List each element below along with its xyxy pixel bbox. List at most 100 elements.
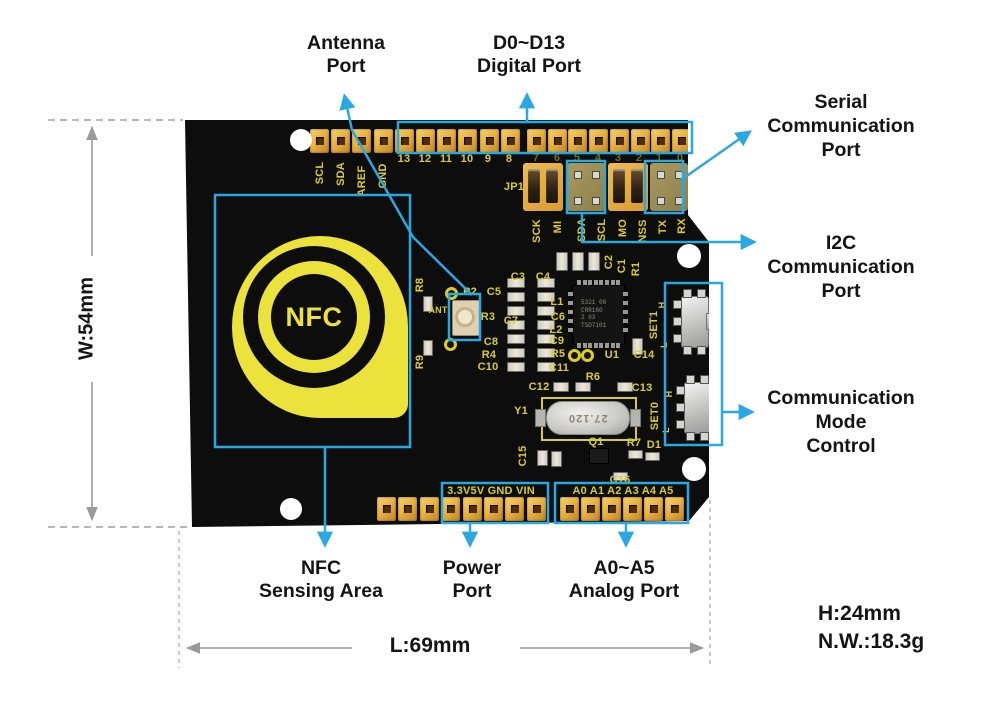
header-pin	[602, 497, 621, 521]
header-pin	[462, 497, 482, 521]
silkscreen-label: RX	[676, 218, 688, 234]
callout-line: Communication	[767, 387, 915, 409]
dimension-length: L:69mm	[389, 634, 471, 657]
switch-pad	[697, 289, 706, 298]
silkscreen-label: H	[657, 301, 667, 309]
slide-switch	[684, 382, 709, 434]
dimension-height-weight: H:24mm N.W.:18.3g	[818, 600, 924, 656]
jumper-pin	[574, 171, 582, 179]
via	[581, 349, 594, 362]
ic-pin	[582, 343, 587, 348]
silkscreen-label: Q1	[588, 436, 604, 448]
antenna-connector	[452, 300, 480, 336]
callout-power-port: Power Port	[412, 557, 532, 603]
header-pin	[568, 129, 588, 153]
header-pin	[651, 129, 671, 153]
callout-line: Mode	[815, 411, 867, 433]
silkscreen-label: C14	[633, 349, 655, 361]
header-pin	[398, 497, 418, 521]
silkscreen-label: SDA	[576, 218, 588, 242]
smd-component	[537, 362, 555, 372]
silkscreen-label: 3.3V5V GND VIN	[447, 485, 535, 497]
header-pin	[479, 129, 499, 153]
mounting-hole	[290, 129, 312, 151]
slide-switch	[681, 296, 709, 348]
jumper-pin	[574, 197, 582, 205]
silkscreen-label: R9	[414, 354, 426, 370]
silkscreen-label: C7	[503, 315, 519, 327]
smd-component	[507, 348, 525, 358]
ic-pin	[616, 280, 621, 285]
silkscreen-label: C8	[483, 336, 499, 348]
header-pin	[644, 497, 663, 521]
smd-component	[423, 296, 433, 312]
ic-pin	[623, 328, 628, 332]
silkscreen-label: SCL	[314, 161, 326, 185]
dimension-height: H:24mm	[818, 602, 901, 625]
via	[445, 287, 458, 300]
silkscreen-label: 12	[418, 153, 432, 165]
silkscreen-label: 4	[594, 152, 602, 164]
ic-pin	[568, 319, 573, 323]
header-pin	[419, 497, 439, 521]
silkscreen-label: A0 A1 A2 A3 A4 A5	[572, 485, 674, 497]
silkscreen-label: 13	[397, 153, 411, 165]
callout-line: Analog Port	[568, 580, 680, 602]
silkscreen-label: L1	[550, 296, 564, 308]
silkscreen-label: L2	[549, 324, 563, 336]
mounting-hole	[280, 498, 302, 520]
switch-pad	[673, 300, 682, 309]
header-pin	[589, 129, 609, 153]
callout-nfc-sensing-area: NFC Sensing Area	[241, 557, 401, 603]
switch-pad	[697, 346, 706, 355]
serial-port-arrow	[680, 130, 752, 182]
smd-component	[537, 348, 555, 358]
header-pin	[437, 129, 457, 153]
silkscreen-label: C13	[631, 382, 653, 394]
jumper-cap	[631, 169, 643, 203]
smd-component	[617, 382, 633, 392]
callout-line: Control	[806, 435, 876, 457]
callout-antenna-port: Antenna Port	[286, 32, 406, 78]
switch-pad	[700, 375, 709, 384]
silkscreen-label: 7	[532, 152, 540, 164]
transistor	[589, 448, 609, 464]
header-pin	[310, 129, 329, 153]
smd-component	[507, 292, 525, 302]
header-pin	[441, 497, 461, 521]
callout-comm-mode: Communication Mode Control	[741, 386, 941, 458]
ic-pin	[623, 292, 628, 296]
silkscreen-label: C4	[535, 271, 551, 283]
silkscreen-label: SET1	[648, 310, 660, 340]
ic-pin	[623, 301, 628, 305]
ic-pin	[610, 343, 615, 348]
smd-component	[423, 340, 433, 356]
callout-line: Port	[821, 139, 861, 161]
smd-component	[537, 278, 555, 288]
smd-component	[628, 450, 643, 459]
smd-component	[572, 252, 584, 271]
ic-pin	[623, 319, 628, 323]
silkscreen-label: 8	[505, 153, 513, 165]
silkscreen-label: 5	[573, 152, 581, 164]
switch-pad	[676, 386, 685, 395]
ic-pin	[568, 328, 573, 332]
callout-line: Digital Port	[476, 55, 581, 77]
silkscreen-label: 6	[553, 152, 561, 164]
ic-pin	[593, 280, 598, 285]
silkscreen-label: C1	[616, 258, 628, 274]
jumper-cap	[613, 169, 625, 203]
silkscreen-label: TX	[657, 219, 669, 235]
jumper-cap	[528, 169, 540, 203]
header-pin	[609, 129, 629, 153]
silkscreen-label: R6	[585, 371, 601, 383]
jumper-pin	[675, 197, 683, 205]
silkscreen-label: AREF	[356, 165, 368, 197]
silkscreen-label: 3	[614, 152, 622, 164]
silkscreen-label: P2	[463, 286, 477, 298]
callout-line: Antenna	[307, 32, 385, 54]
silkscreen-label: MI	[552, 220, 564, 234]
callout-line: I2C	[825, 232, 857, 254]
silkscreen-label: U1	[604, 349, 620, 361]
